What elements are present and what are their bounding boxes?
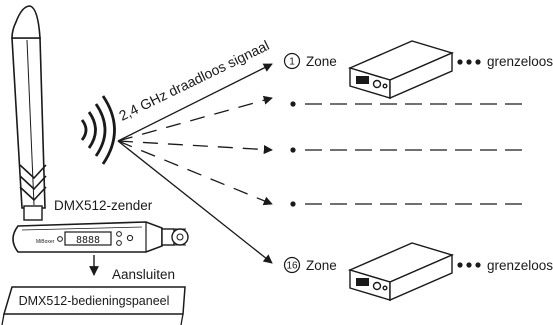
signal-line-dashed bbox=[117, 140, 273, 206]
zone-number-badge bbox=[283, 52, 301, 70]
zone-number-badge bbox=[283, 256, 301, 274]
zone-number: 16 bbox=[286, 261, 298, 272]
receiver-device-icon bbox=[347, 242, 455, 302]
signal-line-zone-16 bbox=[117, 140, 273, 264]
transmitter-label: DMX512-zender bbox=[54, 198, 153, 213]
zone-row-1: 1 Zone grenzeloos bbox=[283, 40, 553, 100]
antenna-ridge bbox=[19, 164, 47, 180]
zone-number: 1 bbox=[289, 57, 295, 68]
signal-line-zone-1 bbox=[117, 63, 273, 142]
zone-more-label: grenzeloos bbox=[487, 54, 553, 69]
zone-row-16: 16 Zone grenzeloos bbox=[283, 242, 553, 302]
device-display bbox=[64, 231, 112, 246]
radio-waves-icon bbox=[80, 95, 116, 165]
dmx-control-panel: DMX512-bedieningspaneel bbox=[1, 286, 186, 325]
dmx-transmitter-device: MiBoxer 8888 bbox=[12, 221, 189, 253]
connect-label: Aansluiten bbox=[112, 267, 175, 282]
device-brand-text: MiBoxer bbox=[36, 239, 55, 245]
antenna-ridge bbox=[19, 186, 47, 202]
signal-label: 2,4 GHz draadloos signaal bbox=[116, 37, 271, 124]
device-display-digits: 8888 bbox=[76, 235, 100, 246]
zone-more-label: grenzeloos bbox=[487, 258, 553, 273]
intermediate-rows bbox=[290, 101, 530, 207]
zone-label: Zone bbox=[306, 258, 337, 273]
antenna bbox=[11, 5, 47, 221]
control-panel-label: DMX512-bedieningspaneel bbox=[19, 294, 170, 308]
signal-lines bbox=[117, 63, 273, 264]
antenna-ridge bbox=[19, 175, 47, 191]
signal-line-dashed bbox=[117, 140, 273, 155]
zone-label: Zone bbox=[306, 54, 337, 69]
receiver-device-icon bbox=[347, 40, 455, 100]
signal-line-dashed bbox=[117, 95, 273, 142]
